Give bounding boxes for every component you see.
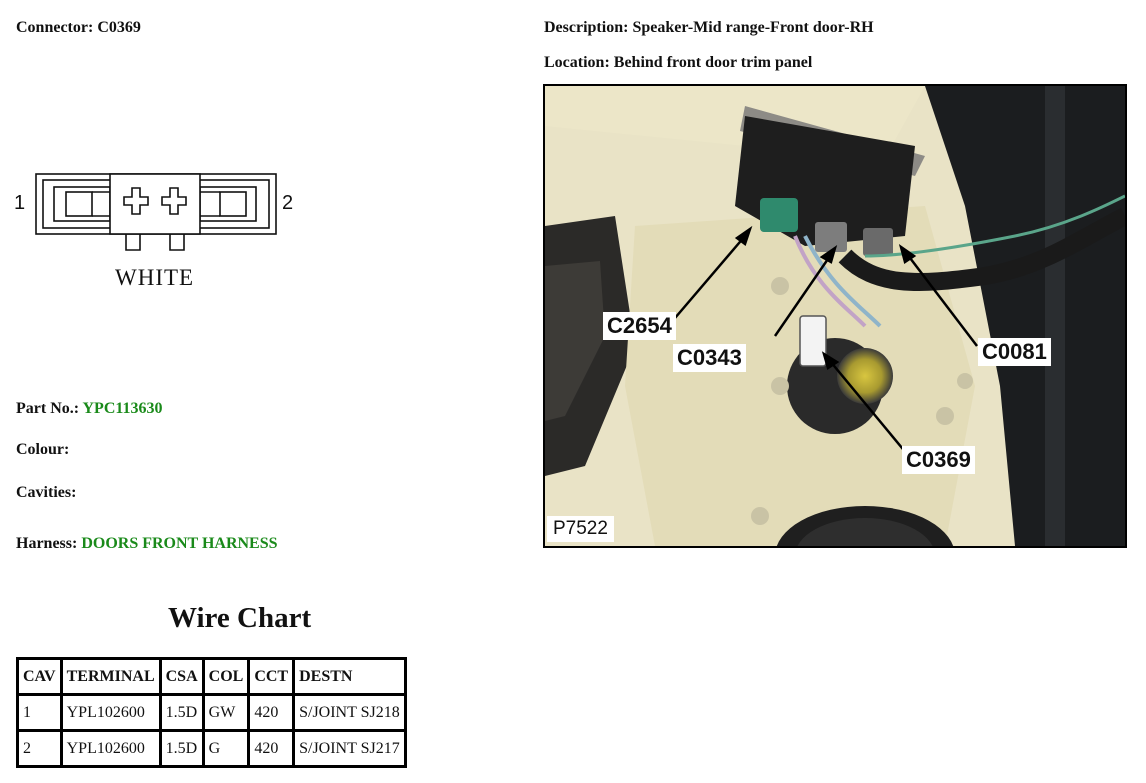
col-destn-header: DESTN: [292, 657, 407, 696]
connector-colour-caption: WHITE: [115, 265, 195, 290]
wire-chart-table: CAV TERMINAL CSA COL CCT DESTN 1 YPL1026…: [16, 657, 407, 768]
callout-c0081: C0081: [978, 338, 1051, 366]
terminal-cell: YPL102600: [59, 729, 162, 768]
harness-label: Harness:: [16, 535, 78, 552]
wire-chart-header-row: CAV TERMINAL CSA COL CCT DESTN: [16, 657, 407, 696]
cav-cell: 1: [16, 693, 63, 732]
pin-2-label: 2: [282, 192, 294, 214]
pin-1-label: 1: [14, 192, 26, 214]
destn-cell: S/JOINT SJ218: [292, 693, 407, 732]
location-heading: Location: Behind front door trim panel: [544, 54, 812, 72]
table-row: 1 YPL102600 1.5D GW 420 S/JOINT SJ218: [16, 693, 407, 732]
cct-cell: 420: [247, 693, 296, 732]
connector-heading: Connector: C0369: [16, 19, 141, 37]
wire-chart-title: Wire Chart: [168, 602, 312, 634]
connector-outline-drawing: [35, 173, 277, 251]
destn-cell: S/JOINT SJ217: [292, 729, 407, 768]
col-cav-header: CAV: [16, 657, 63, 696]
csa-cell: 1.5D: [158, 729, 205, 768]
table-row: 2 YPL102600 1.5D G 420 S/JOINT SJ217: [16, 729, 407, 768]
location-photo: C2654 C0343 C0081 C0369 P7522: [543, 84, 1127, 548]
connector-label: Connector:: [16, 19, 94, 36]
part-number-row: Part No.: YPC113630: [16, 400, 163, 418]
connector-value: C0369: [97, 19, 141, 36]
description-value: Speaker-Mid range-Front door-RH: [632, 19, 874, 36]
callout-c0369: C0369: [902, 446, 975, 474]
description-heading: Description: Speaker-Mid range-Front doo…: [544, 19, 874, 37]
cavities-label: Cavities:: [16, 484, 77, 501]
callout-c0343: C0343: [673, 344, 746, 372]
cct-cell: 420: [247, 729, 296, 768]
terminal-cell: YPL102600: [59, 693, 162, 732]
callout-c2654: C2654: [603, 312, 676, 340]
harness-row: Harness: DOORS FRONT HARNESS: [16, 535, 278, 553]
cavities-row: Cavities:: [16, 484, 76, 502]
connector-face-diagram: 1 2 WHITE: [14, 170, 304, 300]
col-csa-header: CSA: [158, 657, 205, 696]
col-terminal-header: TERMINAL: [59, 657, 162, 696]
photo-id-label: P7522: [547, 516, 614, 542]
description-label: Description:: [544, 19, 629, 36]
col-cell: G: [201, 729, 251, 768]
location-value: Behind front door trim panel: [613, 54, 813, 71]
location-label: Location:: [544, 54, 610, 71]
cav-cell: 2: [16, 729, 63, 768]
csa-cell: 1.5D: [158, 693, 205, 732]
colour-row: Colour:: [16, 441, 69, 459]
harness-value: DOORS FRONT HARNESS: [81, 535, 278, 552]
part-number-value: YPC113630: [82, 400, 163, 417]
part-number-label: Part No.:: [16, 400, 80, 417]
colour-label: Colour:: [16, 441, 70, 458]
col-col-header: COL: [201, 657, 251, 696]
wire-chart-table-container: CAV TERMINAL CSA COL CCT DESTN 1 YPL1026…: [16, 657, 407, 768]
col-cct-header: CCT: [247, 657, 296, 696]
col-cell: GW: [201, 693, 251, 732]
